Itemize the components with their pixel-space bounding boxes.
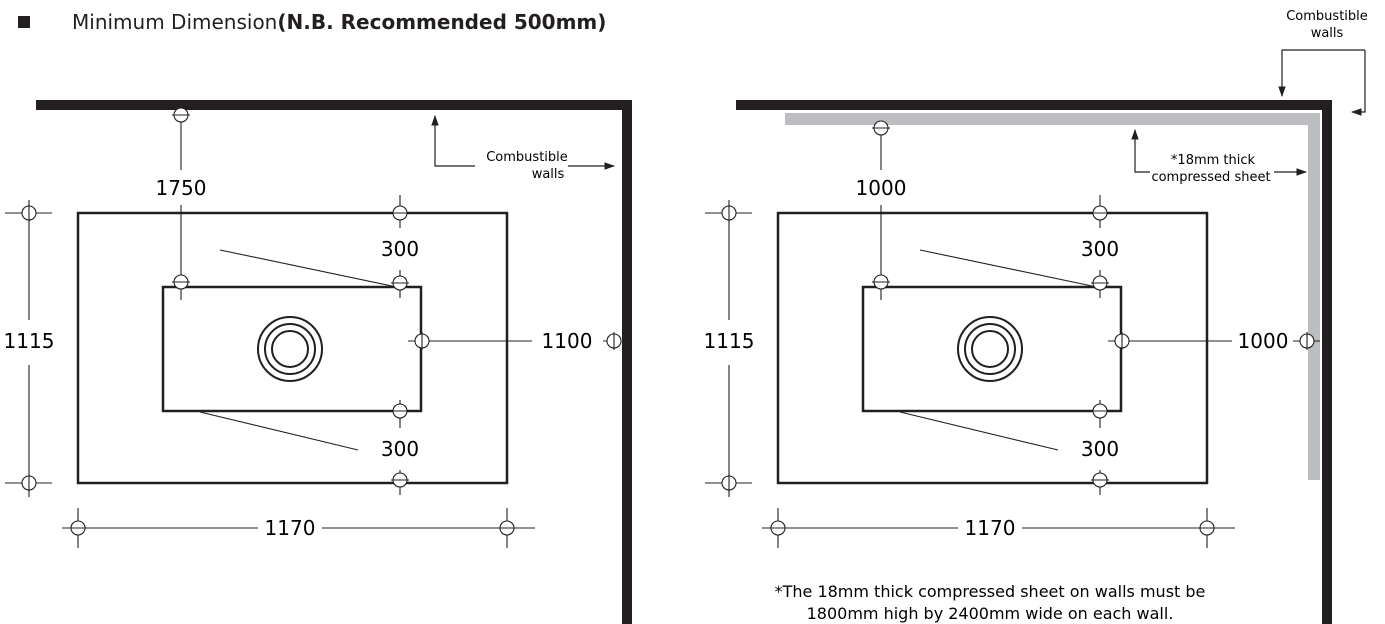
right-dim-width: 1170 <box>965 516 1016 540</box>
right-crosshairs <box>721 120 1315 536</box>
right-dim-front-bottom: 300 <box>1081 437 1119 461</box>
left-combustible-wall <box>36 100 632 624</box>
right-footnote-line1: *The 18mm thick compressed sheet on wall… <box>775 582 1206 601</box>
right-stove <box>861 285 1123 413</box>
top-right-label-line1: Combustible <box>1286 9 1368 24</box>
right-dim-rear: 1000 <box>856 176 907 200</box>
right-diagram: *18mm thick compressed sheet 1000 300 30… <box>704 100 1332 624</box>
right-dim-front-top: 300 <box>1081 237 1119 261</box>
right-combustible-wall <box>736 100 1332 624</box>
left-dim-width: 1170 <box>265 516 316 540</box>
right-compressed-sheet <box>785 113 1320 480</box>
top-right-label-line2: walls <box>1311 26 1344 41</box>
right-hearth <box>776 211 1209 485</box>
left-dim-front-bottom: 300 <box>381 437 419 461</box>
left-wall-label-line1: Combustible <box>486 150 568 165</box>
right-dim-side: 1000 <box>1238 329 1289 353</box>
top-right-label-bracket <box>1278 49 1365 98</box>
right-sheet-label-arrow-up <box>1131 128 1150 173</box>
left-diagram: Combustible walls 1750 300 300 1100 1115… <box>4 100 632 624</box>
legend-note: (N.B. Recommended 500mm) <box>277 10 607 34</box>
right-sheet-label-line2: compressed sheet <box>1151 170 1270 185</box>
left-dim-depth: 1115 <box>4 329 55 353</box>
legend-marker <box>18 16 30 28</box>
left-dim-rear: 1750 <box>156 176 207 200</box>
legend: Minimum Dimension (N.B. Recommended 500m… <box>18 8 606 36</box>
right-dim-depth: 1115 <box>704 329 755 353</box>
top-right-label-arrow <box>1350 50 1366 116</box>
right-sheet-label-line1: *18mm thick <box>1171 153 1256 168</box>
left-crosshairs <box>21 107 622 536</box>
left-hearth <box>76 211 509 485</box>
left-stove <box>161 285 423 413</box>
left-wall-label-line2: walls <box>532 167 565 182</box>
left-wall-label-arrow-up <box>431 114 475 167</box>
legend-text: Minimum Dimension <box>72 10 278 34</box>
right-footnote-line2: 1800mm high by 2400mm wide on each wall. <box>807 604 1174 623</box>
left-flue-icon <box>257 316 323 382</box>
left-dim-side: 1100 <box>542 329 593 353</box>
left-dim-front-top: 300 <box>381 237 419 261</box>
right-flue-icon <box>957 316 1023 382</box>
